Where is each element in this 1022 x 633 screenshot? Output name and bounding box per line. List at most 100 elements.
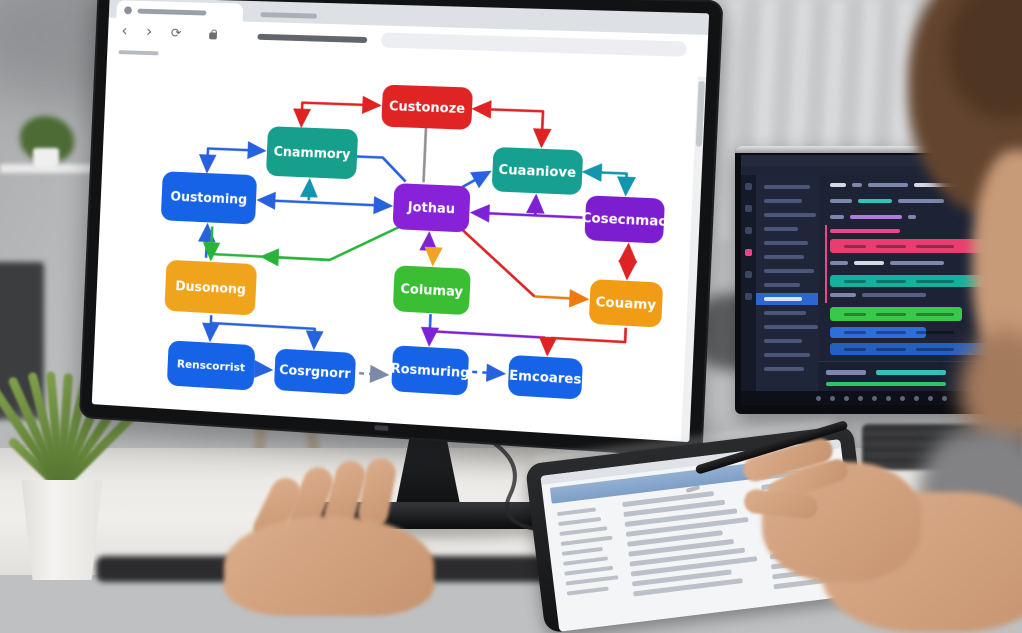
diagram-node-label: Columay (400, 282, 464, 301)
taskbar-icon[interactable] (816, 395, 821, 401)
flowchart-edge (301, 103, 379, 129)
explorer-file (764, 241, 808, 245)
tablet-doc-line (561, 546, 603, 556)
diagram-node-label: Renscorrist (177, 357, 246, 374)
flowchart-edge (472, 372, 503, 374)
taskbar-icon[interactable] (928, 395, 933, 401)
diagram-node-label: Rosmuring (390, 361, 469, 381)
diagram-node-emcoares[interactable]: Emcoares (507, 354, 583, 400)
activity-icon (745, 271, 752, 278)
activity-icon (745, 227, 752, 234)
code-text-bar (830, 229, 900, 233)
code-text-bar (850, 215, 902, 219)
explorer-file-selected (756, 293, 818, 305)
flowchart-edge (583, 172, 626, 194)
diagram-node-dusonong[interactable]: Dusonong (164, 259, 258, 316)
taskbar-icon[interactable] (872, 395, 877, 401)
left-hand (224, 516, 434, 616)
tablet-doc-line (558, 516, 602, 527)
diagram-node-cosrgnorr[interactable]: Cosrgnorr (273, 348, 357, 395)
code-text-bar (830, 293, 856, 297)
flowchart-edge (473, 109, 543, 146)
reload-icon[interactable]: ⟳ (170, 26, 182, 42)
code-text-bar (868, 183, 908, 187)
back-icon[interactable]: ‹ (121, 20, 128, 40)
code-text-bar (854, 261, 884, 265)
activity-icon (745, 205, 752, 212)
code-highlight-block (830, 307, 962, 321)
taskbar-icon[interactable] (858, 395, 863, 401)
diagram-node-couamy[interactable]: Couamy (588, 279, 664, 328)
taskbar-icon[interactable] (942, 395, 947, 401)
flowchart-edge (210, 315, 211, 340)
flowchart-edge (472, 213, 584, 218)
taskbar-icon[interactable] (900, 395, 905, 401)
taskbar-icon[interactable] (886, 395, 891, 401)
code-text-bar (830, 183, 846, 187)
code-highlight-block (830, 239, 1015, 253)
code-highlight-block (830, 343, 994, 355)
flowchart-edge (429, 331, 430, 344)
tablet-doc-line (559, 526, 607, 537)
taskbar-icon[interactable] (914, 395, 919, 401)
explorer-file (764, 269, 814, 273)
flowchart-edge (535, 196, 536, 215)
explorer-file (764, 227, 798, 231)
activity-icon (745, 293, 752, 300)
diagram-node-label: Custonoze (389, 99, 466, 117)
flowchart-edge (430, 314, 431, 331)
tablet-doc-line (556, 507, 596, 517)
flowchart-edge (356, 157, 407, 182)
code-text-bar (830, 199, 852, 203)
flowchart-edge (359, 373, 387, 375)
diagram-node-cosecnmao[interactable]: Cosecnmao (581, 195, 669, 244)
taskbar[interactable] (741, 391, 1022, 405)
taskbar-icon[interactable] (830, 395, 835, 401)
diagram-node-label: Jothau (406, 200, 455, 217)
code-text-bar (830, 261, 848, 265)
progress-bar (826, 382, 946, 386)
diagram-node-jothau[interactable]: Jothau (392, 183, 471, 233)
plant-pot (21, 480, 103, 580)
taskbar-icon[interactable] (844, 395, 849, 401)
diagram-node-label: Oustoming (170, 190, 247, 208)
flowchart-edge (462, 171, 489, 188)
code-text-bar (908, 215, 916, 219)
flowchart-edge (429, 234, 430, 247)
code-text-bar (830, 215, 844, 219)
lock-icon-shackle (211, 29, 218, 35)
shelf-plant-pot (33, 148, 59, 168)
editor-menubar (741, 166, 1022, 175)
flowchart-edge (206, 225, 207, 257)
diagram-node-rosmuring[interactable]: Rosmuring (390, 345, 471, 396)
diagram-node-customize[interactable]: Custonoze (381, 84, 474, 130)
flowchart-edge (430, 331, 545, 337)
forward-icon[interactable]: › (145, 21, 153, 41)
code-text-bar (858, 199, 892, 203)
flowchart-edge (627, 245, 629, 278)
flowchart-edge (433, 247, 434, 264)
code-text-bar (862, 293, 926, 297)
code-highlight-block (830, 327, 954, 338)
diagram-node-columay[interactable]: Columay (392, 265, 471, 316)
flowchart-edge (309, 180, 310, 200)
diagram-node-cuaaniove[interactable]: Cuaaniove (491, 146, 584, 196)
diagram-node-label: Couamy (595, 295, 657, 314)
diagram-node-label: Cuaaniove (498, 163, 577, 182)
diagram-node-renscorrist[interactable]: Renscorrist (166, 340, 256, 391)
explorer-file (764, 213, 816, 217)
editor-indent-guide (825, 225, 827, 303)
explorer-file (764, 255, 804, 259)
explorer-file (764, 199, 802, 203)
tablet-doc-line (560, 535, 613, 546)
diagram-node-label: Cosrgnorr (279, 363, 352, 382)
explorer-file (764, 367, 804, 371)
tablet-doc-line (565, 575, 619, 586)
tablet-doc-line (566, 586, 609, 596)
diagram-node-cnammory[interactable]: Cnammory (265, 126, 359, 180)
editor-file-explorer[interactable] (756, 175, 818, 391)
diagram-node-oustoming[interactable]: Oustoming (160, 171, 258, 225)
